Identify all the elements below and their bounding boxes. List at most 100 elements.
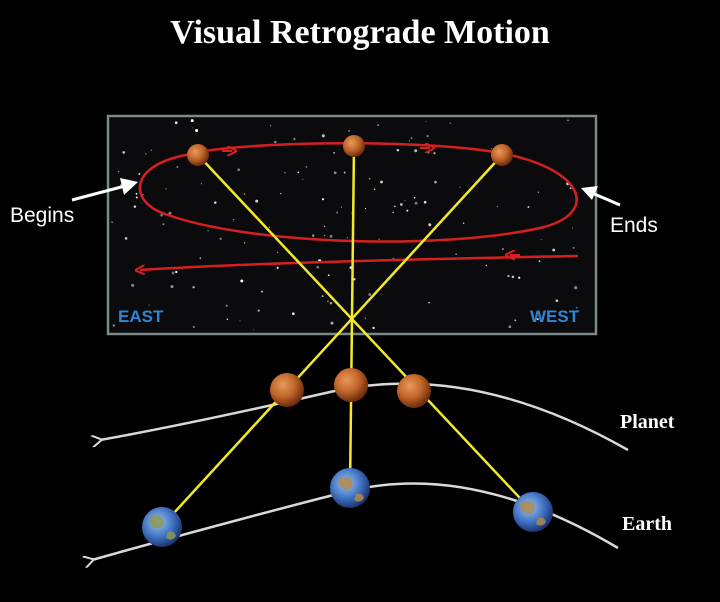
star	[428, 301, 430, 304]
star	[200, 183, 202, 185]
star	[321, 134, 325, 138]
star	[243, 193, 246, 195]
star	[348, 130, 350, 132]
star	[150, 149, 152, 151]
begins-label: Begins	[10, 204, 74, 227]
star	[277, 251, 279, 253]
star	[302, 179, 304, 181]
star	[380, 180, 383, 184]
star	[170, 285, 174, 289]
star	[240, 279, 244, 283]
star	[117, 170, 120, 173]
star	[404, 200, 406, 202]
star	[324, 225, 326, 227]
star	[327, 274, 330, 277]
star	[414, 149, 418, 153]
star	[511, 275, 515, 279]
star	[190, 119, 194, 123]
star	[459, 186, 461, 188]
star	[333, 151, 336, 154]
star	[214, 201, 217, 204]
star	[160, 213, 163, 217]
begins-arrow	[71, 178, 138, 202]
star	[133, 205, 137, 208]
star	[508, 325, 512, 329]
star	[329, 302, 333, 305]
star	[378, 238, 380, 240]
star	[433, 152, 436, 155]
star	[408, 140, 410, 142]
star	[268, 226, 270, 228]
star	[192, 286, 195, 289]
diagram-title: Visual Retrograde Motion	[170, 14, 550, 51]
earth-icon	[513, 492, 553, 532]
star	[426, 151, 430, 154]
star	[536, 318, 539, 321]
planet-icon	[491, 144, 513, 166]
star	[124, 237, 128, 240]
star	[233, 219, 235, 221]
star	[340, 206, 343, 208]
star	[555, 299, 559, 303]
planet-icon	[334, 368, 368, 402]
star	[168, 211, 172, 215]
star	[485, 264, 488, 267]
star	[368, 293, 372, 296]
star	[273, 140, 277, 144]
star	[496, 205, 498, 208]
star	[175, 270, 178, 274]
star	[410, 137, 413, 140]
star	[327, 300, 329, 303]
planet-icon	[397, 374, 431, 408]
star	[316, 265, 320, 269]
star	[368, 177, 371, 180]
star	[333, 171, 337, 175]
star	[284, 171, 286, 174]
star	[171, 271, 175, 275]
star	[426, 135, 429, 138]
star	[174, 121, 178, 125]
star	[291, 312, 295, 316]
star	[192, 127, 194, 129]
star	[276, 266, 279, 269]
star	[165, 188, 167, 190]
star	[434, 180, 437, 184]
sight-lines	[161, 145, 534, 527]
star	[377, 124, 380, 126]
star	[305, 165, 308, 168]
star	[507, 275, 510, 278]
star-field	[111, 119, 578, 331]
star	[537, 191, 540, 194]
star	[237, 168, 241, 172]
star	[353, 278, 356, 281]
star	[239, 320, 241, 322]
star	[257, 309, 260, 312]
star	[112, 324, 115, 327]
star	[293, 137, 296, 141]
star	[527, 206, 530, 208]
star	[111, 221, 114, 224]
earth-icon	[142, 507, 182, 547]
star	[255, 199, 259, 203]
star	[394, 205, 396, 208]
star	[423, 200, 427, 204]
star	[449, 122, 451, 124]
star	[176, 166, 179, 168]
star	[199, 257, 202, 259]
star	[219, 237, 222, 240]
star	[297, 171, 300, 174]
sight-line-right-earth	[197, 154, 534, 513]
star	[490, 148, 493, 150]
star	[244, 242, 246, 244]
star	[135, 196, 138, 199]
planet-orbit-arc	[100, 382, 629, 452]
ends-label: Ends	[610, 214, 658, 237]
star	[413, 196, 416, 199]
planet-icon	[187, 144, 209, 166]
star	[572, 227, 574, 229]
star	[392, 212, 394, 214]
star	[501, 247, 504, 251]
star	[329, 234, 333, 238]
star	[538, 260, 541, 262]
